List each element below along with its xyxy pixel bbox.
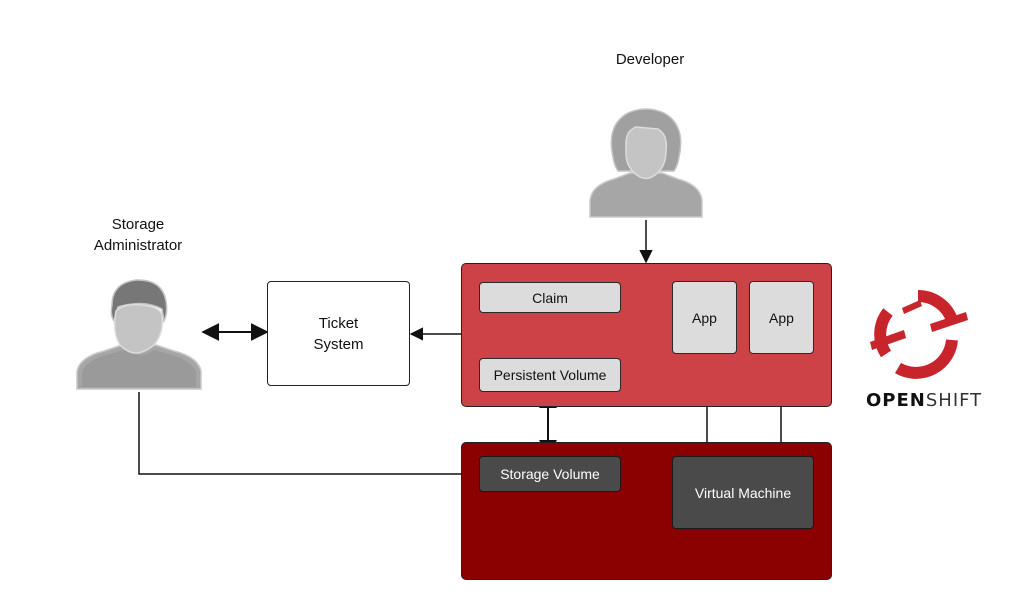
openshift-logo-bold: OPEN	[866, 390, 926, 411]
openshift-logo-text: OPENSHIFT	[866, 390, 982, 411]
virtual-machine-box: Virtual Machine	[672, 456, 814, 529]
claim-box: Claim	[479, 282, 621, 313]
storage-volume-box: Storage Volume	[479, 456, 621, 492]
openshift-logo-icon	[870, 290, 968, 379]
arrow-admin-to-storage-volume	[138, 392, 479, 481]
storage-admin-person-icon	[76, 279, 202, 390]
persistent-volume-box: Persistent Volume	[479, 358, 621, 392]
ticket-system-box: Ticket System	[267, 281, 410, 386]
developer-label: Developer	[615, 51, 685, 68]
storage-admin-label: Storage Administrator	[93, 216, 183, 254]
developer-person-icon	[589, 108, 703, 218]
openshift-logo-light: SHIFT	[925, 390, 983, 411]
app-box-2: App	[749, 281, 814, 354]
app-box-1: App	[672, 281, 737, 354]
